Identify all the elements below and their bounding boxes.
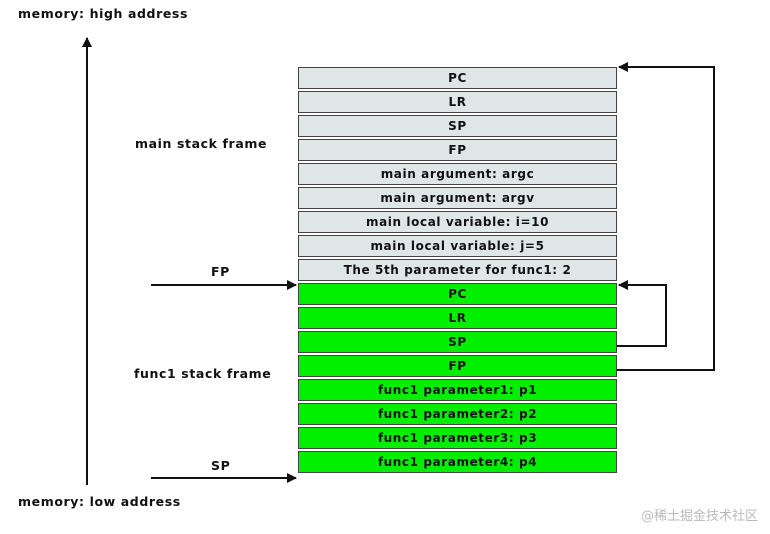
- stack-column: PC LR SP FP main argument: argc main arg…: [298, 67, 617, 475]
- main-cell-lr: LR: [298, 91, 617, 113]
- main-cell-local-i: main local variable: i=10: [298, 211, 617, 233]
- fp-pointer-label: FP: [211, 264, 230, 279]
- main-cell-local-j: main local variable: j=5: [298, 235, 617, 257]
- saved-sp-link: [617, 280, 667, 347]
- main-cell-argc: main argument: argc: [298, 163, 617, 185]
- low-address-label: memory: low address: [18, 494, 181, 509]
- func1-cell-param1: func1 parameter1: p1: [298, 379, 617, 401]
- func1-cell-sp: SP: [298, 331, 617, 353]
- func1-cell-param2: func1 parameter2: p2: [298, 403, 617, 425]
- main-cell-func1-param5: The 5th parameter for func1: 2: [298, 259, 617, 281]
- main-cell-fp: FP: [298, 139, 617, 161]
- high-address-label: memory: high address: [18, 6, 189, 21]
- func1-cell-param3: func1 parameter3: p3: [298, 427, 617, 449]
- sp-pointer-label: SP: [211, 458, 231, 473]
- func1-cell-pc: PC: [298, 283, 617, 305]
- main-frame-label: main stack frame: [135, 136, 268, 151]
- func1-frame-label: func1 stack frame: [134, 366, 272, 381]
- saved-fp-link: [617, 62, 715, 371]
- watermark: @稀土掘金技术社区: [640, 509, 758, 524]
- main-cell-argv: main argument: argv: [298, 187, 617, 209]
- main-cell-pc: PC: [298, 67, 617, 89]
- func1-cell-fp: FP: [298, 355, 617, 377]
- func1-cell-lr: LR: [298, 307, 617, 329]
- func1-cell-param4: func1 parameter4: p4: [298, 451, 617, 473]
- main-cell-sp: SP: [298, 115, 617, 137]
